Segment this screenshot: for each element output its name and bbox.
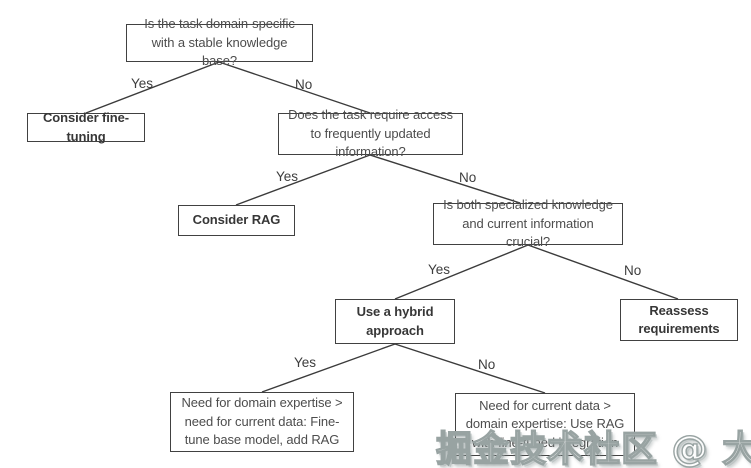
edge-label-yes: Yes <box>428 262 451 277</box>
edge-q2-yes <box>235 154 371 206</box>
node-reassess-requirements: Reassess requirements <box>620 299 738 341</box>
edge-label-no: No <box>295 77 313 92</box>
node-question-updated-information: Does the task require access to frequent… <box>278 107 463 159</box>
node-consider-rag: Consider RAG <box>178 205 295 236</box>
node-question-both-crucial: Is both specialized knowledge and curren… <box>433 197 623 249</box>
edge-q2-no <box>369 154 521 204</box>
edge-q3-no <box>527 244 679 300</box>
edge-label-yes: Yes <box>294 355 317 370</box>
watermark-text: 掘金技术社区 @ 大模型开发 <box>435 428 751 468</box>
edge-label-yes: Yes <box>131 76 154 91</box>
node-hybrid-rag-detail: Need for current data > domain expertise… <box>455 393 635 456</box>
edge-hybrid-no <box>394 343 546 394</box>
node-hybrid-fine-tune-detail: Need for domain expertise > need for cur… <box>170 392 354 452</box>
edge-q1-yes <box>85 61 220 114</box>
edge-q3-yes <box>394 244 529 300</box>
edge-label-yes: Yes <box>276 169 299 184</box>
edge-hybrid-yes <box>261 343 396 393</box>
edge-label-no: No <box>459 170 477 185</box>
edge-label-no: No <box>478 357 496 372</box>
node-hybrid-approach: Use a hybrid approach <box>335 299 455 344</box>
node-consider-fine-tuning: Consider fine-tuning <box>27 110 145 144</box>
edge-q1-no <box>218 61 371 114</box>
edge-label-no: No <box>624 263 642 278</box>
node-question-domain-specific: Is the task domain-specific with a stabl… <box>126 16 313 68</box>
